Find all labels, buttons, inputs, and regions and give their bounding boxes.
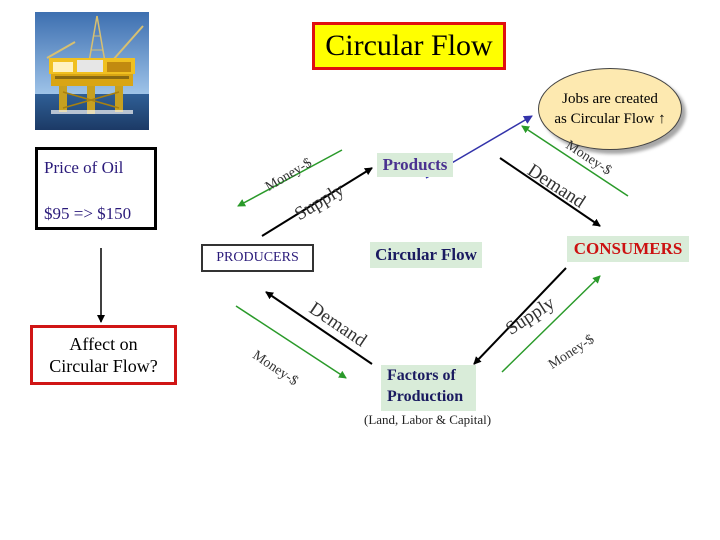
top-left-supply-arrow: [261, 167, 373, 237]
bottom-left-demand-arrow: [265, 291, 373, 365]
oil-rig-photo: [35, 12, 149, 130]
factors-line2: Production: [387, 388, 464, 405]
affect-line2: Circular Flow?: [49, 356, 158, 376]
bottom-right-money-arrow: [501, 275, 601, 373]
bottom-left-money-arrow: [235, 305, 347, 379]
products-label: Products: [377, 153, 453, 177]
factors-subtitle: (Land, Labor & Capital): [364, 412, 492, 427]
bottom-right-supply-arrow: [473, 267, 567, 365]
jobs-callout-line1: Jobs are created: [562, 91, 658, 107]
price-of-oil-box: Price of Oil $95 => $150: [35, 147, 157, 230]
factors-line1: Factors of: [387, 367, 456, 384]
jobs-callout-line2: as Circular Flow ↑: [554, 111, 666, 127]
affect-line1: Affect on: [69, 334, 138, 354]
producers-label: PRODUCERS: [201, 244, 314, 272]
consumers-label: CONSUMERS: [567, 236, 689, 262]
price-of-oil-label: Price of Oil: [44, 158, 124, 177]
factors-of-production-label: Factors of Production: [381, 365, 476, 411]
affect-question-box: Affect on Circular Flow?: [30, 325, 177, 385]
price-change-value: $95 => $150: [44, 204, 132, 223]
top-right-demand-arrow: [499, 157, 601, 227]
top-right-money-arrow: [521, 125, 629, 197]
jobs-callout: Jobs are created as Circular Flow ↑: [538, 68, 682, 150]
page-title: Circular Flow: [312, 22, 506, 70]
circular-flow-center-label: Circular Flow: [370, 242, 482, 268]
top-left-money-arrow: [237, 149, 343, 207]
